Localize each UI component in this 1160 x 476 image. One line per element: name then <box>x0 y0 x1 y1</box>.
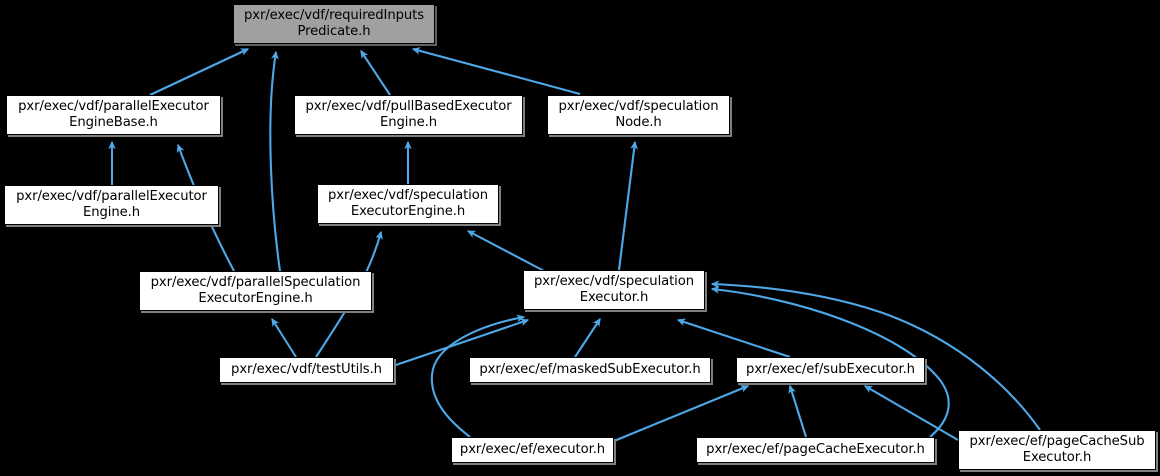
node-maskedSubExecutor[interactable]: pxr/exec/ef/maskedSubExecutor.h <box>469 357 711 383</box>
edge-executor-to-speculationExecutor <box>430 314 526 438</box>
node-label: pxr/exec/vdf/speculation ExecutorEngine.… <box>328 187 488 220</box>
node-label: pxr/exec/vdf/parallelExecutor EngineBase… <box>18 98 209 131</box>
node-parallelExecutorEngine[interactable]: pxr/exec/vdf/parallelExecutor Engine.h <box>4 185 219 225</box>
node-speculationExecutorEngine[interactable]: pxr/exec/vdf/speculation ExecutorEngine.… <box>317 184 499 224</box>
edge-subExecutor-to-speculationExecutor <box>676 318 791 358</box>
edge-speculationNode-to-requiredInputsPredicate <box>411 47 581 96</box>
node-label: pxr/exec/ef/maskedSubExecutor.h <box>479 361 701 377</box>
node-label: pxr/exec/vdf/testUtils.h <box>231 361 382 377</box>
node-label: pxr/exec/vdf/speculation Executor.h <box>534 273 694 306</box>
node-subExecutor[interactable]: pxr/exec/ef/subExecutor.h <box>736 357 925 383</box>
node-pageCacheSubExecutor[interactable]: pxr/exec/ef/pageCacheSub Executor.h <box>958 430 1156 470</box>
node-label: pxr/exec/vdf/parallelExecutor Engine.h <box>16 188 207 221</box>
node-executor[interactable]: pxr/exec/ef/executor.h <box>451 437 614 463</box>
edge-pageCacheExecutor-to-speculationExecutor <box>710 285 950 438</box>
edge-maskedSubExecutor-to-speculationExecutor <box>574 317 601 358</box>
edge-pullBasedExecutorEngine-to-requiredInputsPredicate <box>360 49 391 96</box>
edge-parallelExecutorEngineBase-to-requiredInputsPredicate <box>149 48 250 96</box>
node-label: pxr/exec/ef/subExecutor.h <box>746 361 915 377</box>
edge-testUtils-to-speculationExecutor <box>389 318 530 368</box>
node-parallelExecutorEngineBase[interactable]: pxr/exec/vdf/parallelExecutor EngineBase… <box>6 95 221 135</box>
node-testUtils[interactable]: pxr/exec/vdf/testUtils.h <box>219 357 394 383</box>
node-pageCacheExecutor[interactable]: pxr/exec/ef/pageCacheExecutor.h <box>696 437 935 463</box>
node-label: pxr/exec/ef/pageCacheExecutor.h <box>706 441 925 457</box>
node-label: pxr/exec/vdf/speculation Node.h <box>558 98 719 131</box>
node-label: pxr/exec/vdf/requiredInputs Predicate.h <box>244 7 424 40</box>
node-requiredInputsPredicate[interactable]: pxr/exec/vdf/requiredInputs Predicate.h <box>233 4 435 44</box>
node-label: pxr/exec/vdf/parallelSpeculation Executo… <box>150 274 361 307</box>
node-speculationNode[interactable]: pxr/exec/vdf/speculation Node.h <box>547 95 730 135</box>
node-label: pxr/exec/vdf/pullBasedExecutor Engine.h <box>305 98 512 131</box>
edge-testUtils-to-parallelSpeculationExecutorEngine <box>271 317 297 358</box>
node-pullBasedExecutorEngine[interactable]: pxr/exec/vdf/pullBasedExecutor Engine.h <box>294 95 523 135</box>
edge-pageCacheExecutor-to-subExecutor <box>788 384 808 438</box>
node-label: pxr/exec/ef/executor.h <box>459 441 606 457</box>
edge-parallelSpeculationExecutorEngine-to-requiredInputsPredicate <box>269 50 282 272</box>
node-speculationExecutor[interactable]: pxr/exec/vdf/speculation Executor.h <box>523 270 705 310</box>
edge-executor-to-subExecutor <box>613 385 750 442</box>
edge-pageCacheSubExecutor-to-subExecutor <box>863 385 959 441</box>
edge-pageCacheSubExecutor-to-speculationExecutor <box>710 280 1041 431</box>
node-label: pxr/exec/ef/pageCacheSub Executor.h <box>969 433 1145 466</box>
node-parallelSpeculationExecutorEngine[interactable]: pxr/exec/vdf/parallelSpeculation Executo… <box>139 271 372 311</box>
edge-speculationExecutor-to-speculationNode <box>617 140 638 271</box>
edge-speculationExecutor-to-speculationExecutorEngine <box>466 230 547 273</box>
